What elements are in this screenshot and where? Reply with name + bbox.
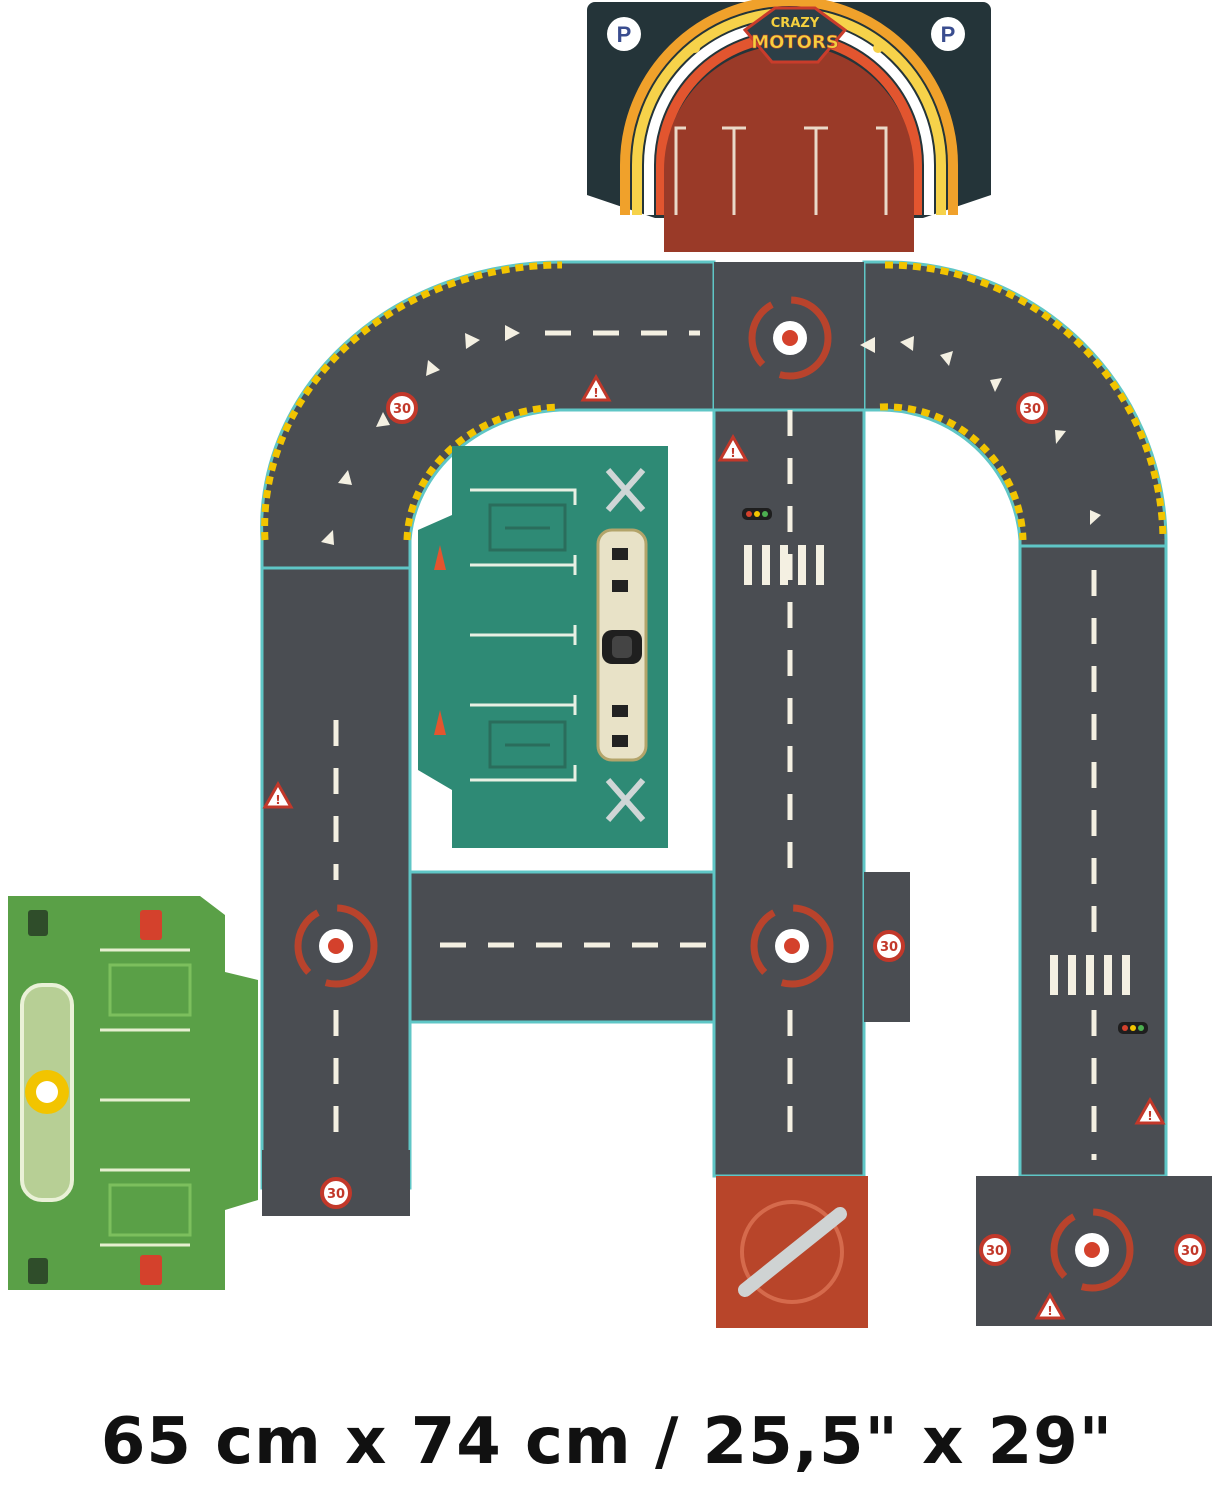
- traffic-light-icon: [742, 508, 1148, 1034]
- speed-sign-icon: 30: [1016, 392, 1048, 424]
- speed-sign-icon: 30: [386, 392, 418, 424]
- speed-sign-icon: 30: [320, 1177, 352, 1209]
- garage: P P CRAZY MOTORS: [587, 0, 991, 252]
- parking-icon: P: [607, 17, 641, 51]
- speed-sign-label: 30: [393, 402, 411, 417]
- warning-sign-label: !: [730, 446, 735, 460]
- warning-sign-label: !: [275, 793, 280, 807]
- charging-station: [8, 896, 258, 1290]
- garage-parking-lines: [674, 126, 888, 215]
- warning-sign-icon: !: [263, 782, 293, 809]
- workshop: [418, 446, 668, 848]
- speed-sign-label: 30: [1023, 402, 1041, 417]
- roads: [260, 260, 1212, 1326]
- brand-top: CRAZY: [771, 16, 820, 31]
- roundabout-icon: [748, 296, 832, 380]
- garage-door: [664, 45, 914, 252]
- checkered-flag-icon: [612, 548, 628, 747]
- warning-sign-label: !: [1147, 1109, 1152, 1123]
- arrow-icon: [321, 325, 1101, 545]
- center-road: [712, 408, 866, 1178]
- traffic-cone-icon: [434, 545, 446, 735]
- repair-tile: [716, 1176, 868, 1328]
- speed-sign-icon: 30: [979, 1234, 1011, 1266]
- warning-sign-label: !: [593, 386, 598, 400]
- parking-left-label: P: [617, 22, 632, 47]
- crosswalk: [744, 545, 1130, 995]
- tire-icon: [602, 630, 642, 664]
- warning-sign-icon: !: [1035, 1293, 1065, 1320]
- speed-sign-label: 30: [1181, 1244, 1199, 1259]
- parking-icon: P: [931, 17, 965, 51]
- speed-sign-label: 30: [986, 1244, 1004, 1259]
- logo: CRAZY MOTORS: [742, 6, 848, 64]
- speed-sign-icon: 30: [1174, 1234, 1206, 1266]
- speed-sign-label: 30: [327, 1187, 345, 1202]
- dimensions-caption: 65 cm x 74 cm / 25,5" x 29": [100, 1405, 1114, 1479]
- charging-parking-lines: [100, 948, 190, 1247]
- wrench-icon: [488, 503, 567, 769]
- workshop-parking-lines: [470, 488, 577, 782]
- warning-sign-icon: !: [718, 435, 748, 462]
- sparkle-icon: [690, 43, 883, 53]
- speed-sign-icon: 30: [873, 930, 905, 962]
- parking-right-label: P: [941, 22, 956, 47]
- lightning-icon: [25, 1070, 69, 1114]
- wrench-icon: [738, 1207, 847, 1297]
- roundabout-icon: [1050, 1208, 1134, 1292]
- roundabout-icon: [294, 904, 378, 988]
- warning-sign-label: !: [1047, 1304, 1052, 1318]
- brand-bottom: MOTORS: [751, 32, 839, 53]
- warning-sign-icon: !: [581, 375, 611, 402]
- lightning-icon: [108, 963, 192, 1237]
- wrench-icon: [605, 468, 646, 822]
- speed-sign-label: 30: [880, 940, 898, 955]
- warning-sign-icon: !: [1135, 1098, 1165, 1125]
- roundabout-icon: [750, 904, 834, 988]
- fuel-pump-icon: [28, 910, 162, 1285]
